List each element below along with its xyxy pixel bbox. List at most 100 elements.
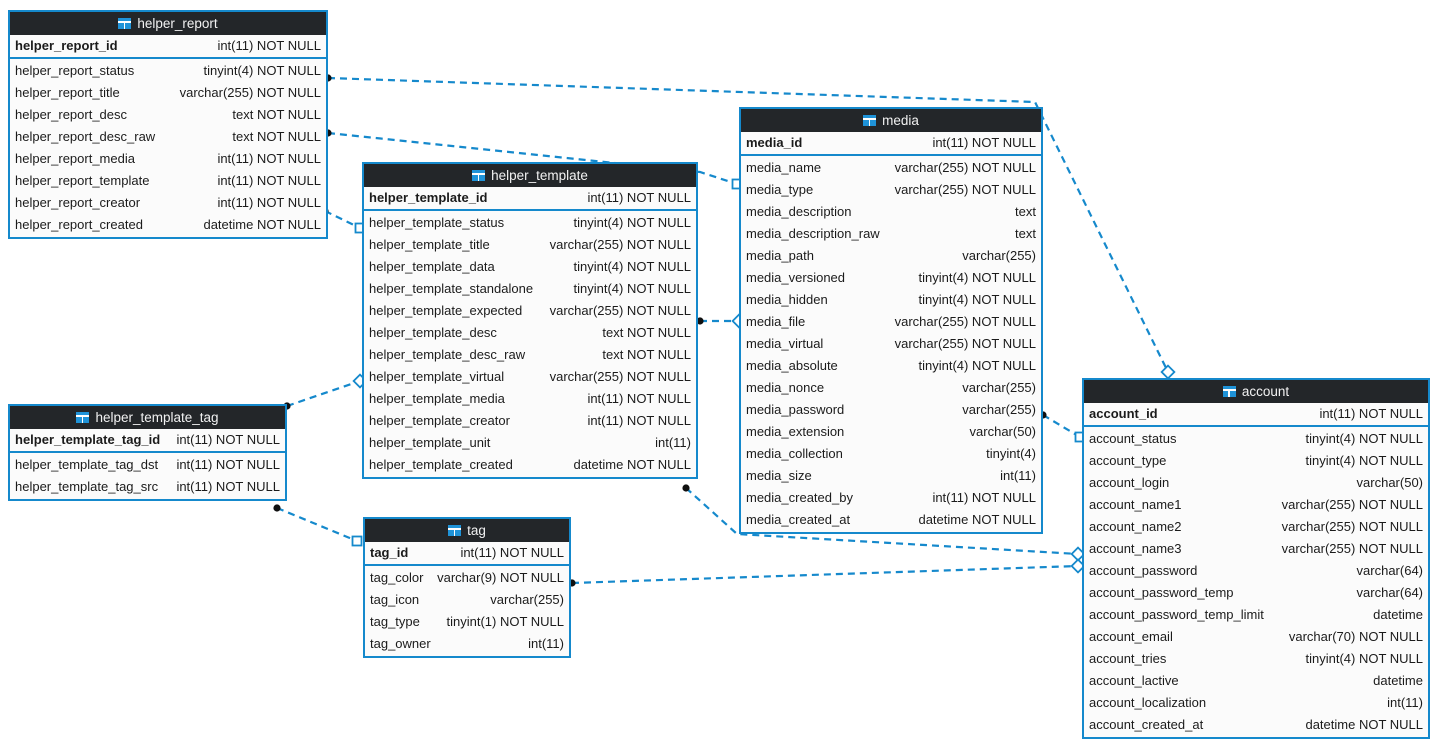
- field-name: account_name2: [1089, 519, 1182, 534]
- field-type: varchar(255) NOT NULL: [1281, 497, 1423, 512]
- field-name: helper_template_desc_raw: [369, 347, 526, 362]
- field-name: account_tries: [1089, 651, 1167, 666]
- entity-header-tag[interactable]: tag: [365, 519, 569, 542]
- field-type: int(11) NOT NULL: [460, 545, 564, 560]
- field-type: int(11) NOT NULL: [1319, 406, 1423, 421]
- entity-header-helper_template_tag[interactable]: helper_template_tag: [10, 406, 285, 429]
- field-name: tag_color: [370, 570, 424, 585]
- entity-header-media[interactable]: media: [741, 109, 1041, 132]
- relation-target-square: [351, 535, 363, 547]
- entity-header-account[interactable]: account: [1084, 380, 1428, 403]
- field-type: int(11) NOT NULL: [587, 391, 691, 406]
- field-type: int(11) NOT NULL: [587, 413, 691, 428]
- field-type: text: [1015, 204, 1036, 219]
- field-type: varchar(255) NOT NULL: [179, 85, 321, 100]
- entity-header-helper_template[interactable]: helper_template: [364, 164, 696, 187]
- field-name: media_path: [746, 248, 814, 263]
- field-type: int(11) NOT NULL: [176, 457, 280, 472]
- field-type: tinyint(4) NOT NULL: [1305, 453, 1423, 468]
- field-type: tinyint(4) NOT NULL: [573, 215, 691, 230]
- entity-header-helper_report[interactable]: helper_report: [10, 12, 326, 35]
- field-name: account_created_at: [1089, 717, 1204, 732]
- field-type: datetime NOT NULL: [918, 512, 1036, 527]
- field-name: tag_owner: [370, 636, 431, 651]
- field-name: media_created_at: [746, 512, 851, 527]
- table-icon: [76, 412, 90, 423]
- field-type: varchar(255) NOT NULL: [894, 182, 1036, 197]
- field-row[interactable]: media_created_at datetime NOT NULL: [741, 509, 1041, 531]
- field-name: media_created_by: [746, 490, 853, 505]
- field-row[interactable]: tag_color varchar(9) NOT NULL: [365, 567, 569, 589]
- field-type: varchar(9) NOT NULL: [437, 570, 564, 585]
